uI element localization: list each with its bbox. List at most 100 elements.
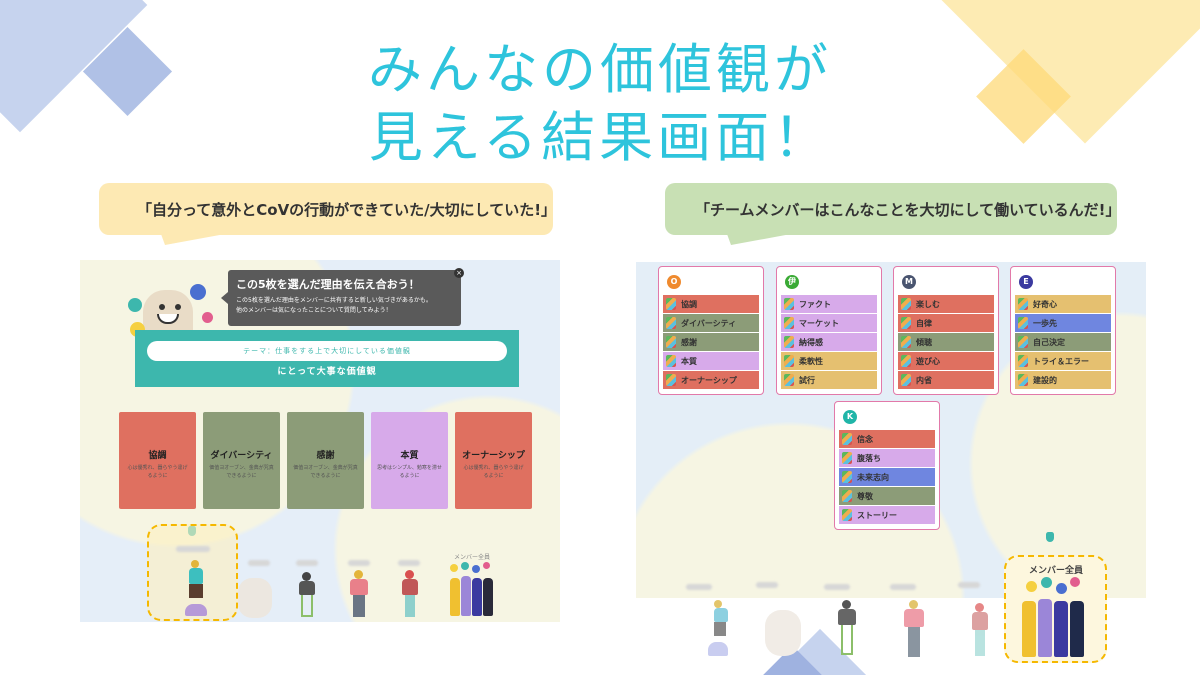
popup-body-line-1: この5枚を選んだ理由をメンバーに共有すると新しい気づきがあるかも。 — [236, 297, 432, 304]
value-card[interactable]: 感謝 価值ヨオーブン、金典が咒真できるように — [287, 412, 364, 509]
value-card-desc: 価值ヨオーブン、金典が咒真できるように — [293, 464, 358, 479]
avatar-name-label — [686, 584, 712, 590]
title-line-2: 見える結果画面！ — [368, 106, 832, 169]
value-card[interactable]: オーナーシップ 心は優秀れ、器らやう違げるように — [455, 412, 532, 509]
chat-bubble-icon — [202, 312, 213, 323]
member-value-item: 傾聴 — [898, 333, 994, 351]
chat-bubble-icon — [1026, 581, 1037, 592]
member-value-item: 自律 — [898, 314, 994, 332]
value-card-title: 協調 — [148, 450, 167, 461]
member-value-item: 試行 — [781, 371, 877, 389]
avatar-name-label — [348, 560, 370, 566]
avatar-name-label — [248, 560, 270, 566]
member-value-item: ストーリー — [839, 506, 935, 524]
avatar-all-members-selected[interactable]: メンバー全員 — [1004, 555, 1107, 663]
avatar-all-members-label: メンバー全員 — [453, 554, 490, 561]
member-value-item: 楽しむ — [898, 295, 994, 313]
member-column: K 信念 腹落ち 未来志向 尊敬 ストーリー — [834, 401, 940, 530]
member-value-item: 信念 — [839, 430, 935, 448]
member-avatar-badge: 伊 — [785, 275, 799, 289]
close-icon[interactable]: × — [454, 268, 464, 278]
member-avatar-badge: M — [902, 275, 916, 289]
member-column: M 楽しむ 自律 傾聴 遊び心 内省 — [893, 266, 999, 395]
card-icon — [1018, 355, 1028, 367]
value-card-desc: 価值ヨオーブン、金典が咒真できるように — [209, 464, 274, 479]
member-value-item: 未来志向 — [839, 468, 935, 486]
avatar-person-pink[interactable] — [902, 600, 926, 658]
avatar-name-label — [890, 584, 916, 590]
avatar-name-label — [756, 582, 778, 588]
avatar-cat[interactable] — [765, 610, 801, 656]
speech-bubble-left-text: 「自分って意外とCoVの行動ができていた/大切にしていた!」 — [137, 200, 557, 219]
card-icon — [666, 355, 676, 367]
card-icon — [1018, 336, 1028, 348]
card-icon — [842, 433, 852, 445]
card-icon — [784, 374, 794, 386]
member-avatar-badge: E — [1019, 275, 1033, 289]
card-icon — [842, 509, 852, 521]
member-column: O 協調 ダイバーシティ 感謝 本質 オーナーシップ — [658, 266, 764, 395]
card-icon — [901, 336, 911, 348]
value-card-title: 本質 — [400, 450, 419, 461]
theme-subtitle: にとって大事な価値観 — [277, 367, 377, 377]
member-value-item: 協調 — [663, 295, 759, 313]
card-icon — [784, 355, 794, 367]
avatar-selected-member[interactable] — [147, 524, 238, 621]
avatar-all-members[interactable] — [450, 562, 494, 618]
card-icon — [666, 317, 676, 329]
member-value-item: 本質 — [663, 352, 759, 370]
avatar-name-label — [958, 582, 980, 588]
member-value-item: 腹落ち — [839, 449, 935, 467]
avatar-person-laptop[interactable] — [836, 600, 858, 658]
avatar-figure-bike[interactable] — [704, 600, 732, 658]
value-card-title: ダイバーシティ — [210, 450, 273, 461]
member-value-item: オーナーシップ — [663, 371, 759, 389]
member-column: 伊 ファクト マーケット 納得感 柔軟性 試行 — [776, 266, 882, 395]
card-icon — [784, 298, 794, 310]
avatar-person-pink[interactable] — [348, 570, 370, 618]
theme-panel: テーマ：仕事をする上で大切にしている価値観 にとって大事な価値観 — [135, 330, 519, 387]
member-value-item: 内省 — [898, 371, 994, 389]
value-card[interactable]: ダイバーシティ 価值ヨオーブン、金典が咒真できるように — [203, 412, 280, 509]
value-card-title: 感謝 — [316, 450, 335, 461]
chat-bubble-icon — [1056, 583, 1067, 594]
value-card-desc: 心は優秀れ、器らやう違げるように — [463, 464, 524, 479]
member-value-item: 柔軟性 — [781, 352, 877, 370]
team-result-screen: O 協調 ダイバーシティ 感謝 本質 オーナーシップ 伊 ファクト マーケット … — [636, 262, 1146, 598]
avatar-name-label — [398, 560, 420, 566]
member-value-item: マーケット — [781, 314, 877, 332]
member-value-item: 納得感 — [781, 333, 877, 351]
member-value-item: 遊び心 — [898, 352, 994, 370]
card-icon — [784, 336, 794, 348]
popup-title: この5枚を選んだ理由を伝え合おう！ — [236, 278, 420, 291]
card-icon — [784, 317, 794, 329]
speech-bubble-left: 「自分って意外とCoVの行動ができていた/大切にしていた!」 — [99, 183, 557, 245]
value-card[interactable]: 協調 心は優秀れ、器らやう違げるように — [119, 412, 196, 509]
value-card-title: オーナーシップ — [462, 450, 525, 461]
member-column: E 好奇心 一歩先 自己決定 トライ＆エラー 建設的 — [1010, 266, 1116, 395]
theme-field: テーマ：仕事をする上で大切にしている価値観 — [147, 341, 507, 361]
decorative-diamond-yellow-large — [936, 0, 1200, 144]
card-icon — [842, 452, 852, 464]
avatar-cat[interactable] — [238, 578, 272, 618]
hint-popup: この5枚を選んだ理由を伝え合おう！ この5枚を選んだ理由をメンバーに共有すると新… — [221, 270, 461, 326]
member-value-item: 建設的 — [1015, 371, 1111, 389]
avatar-name-label — [176, 546, 210, 552]
card-icon — [666, 374, 676, 386]
avatar-person-hat[interactable] — [970, 603, 990, 658]
card-icon — [666, 336, 676, 348]
member-value-item: 自己決定 — [1015, 333, 1111, 351]
card-icon — [842, 471, 852, 483]
avatar-person-hat[interactable] — [400, 570, 420, 618]
card-icon — [1018, 317, 1028, 329]
card-icon — [901, 298, 911, 310]
avatar-name-label — [824, 584, 850, 590]
avatar-person-laptop[interactable] — [296, 572, 318, 618]
value-card[interactable]: 本質 思考はシンプル、勉寒を滞せるように — [371, 412, 448, 509]
value-card-list: 協調 心は優秀れ、器らやう違げるように ダイバーシティ 価值ヨオーブン、金典が咒… — [119, 412, 532, 509]
member-value-item: トライ＆エラー — [1015, 352, 1111, 370]
avatar-figure-bike — [179, 560, 213, 618]
member-avatar-badge: K — [843, 410, 857, 424]
member-value-item: 尊敬 — [839, 487, 935, 505]
title-line-1: みんなの価値観が — [368, 38, 832, 101]
